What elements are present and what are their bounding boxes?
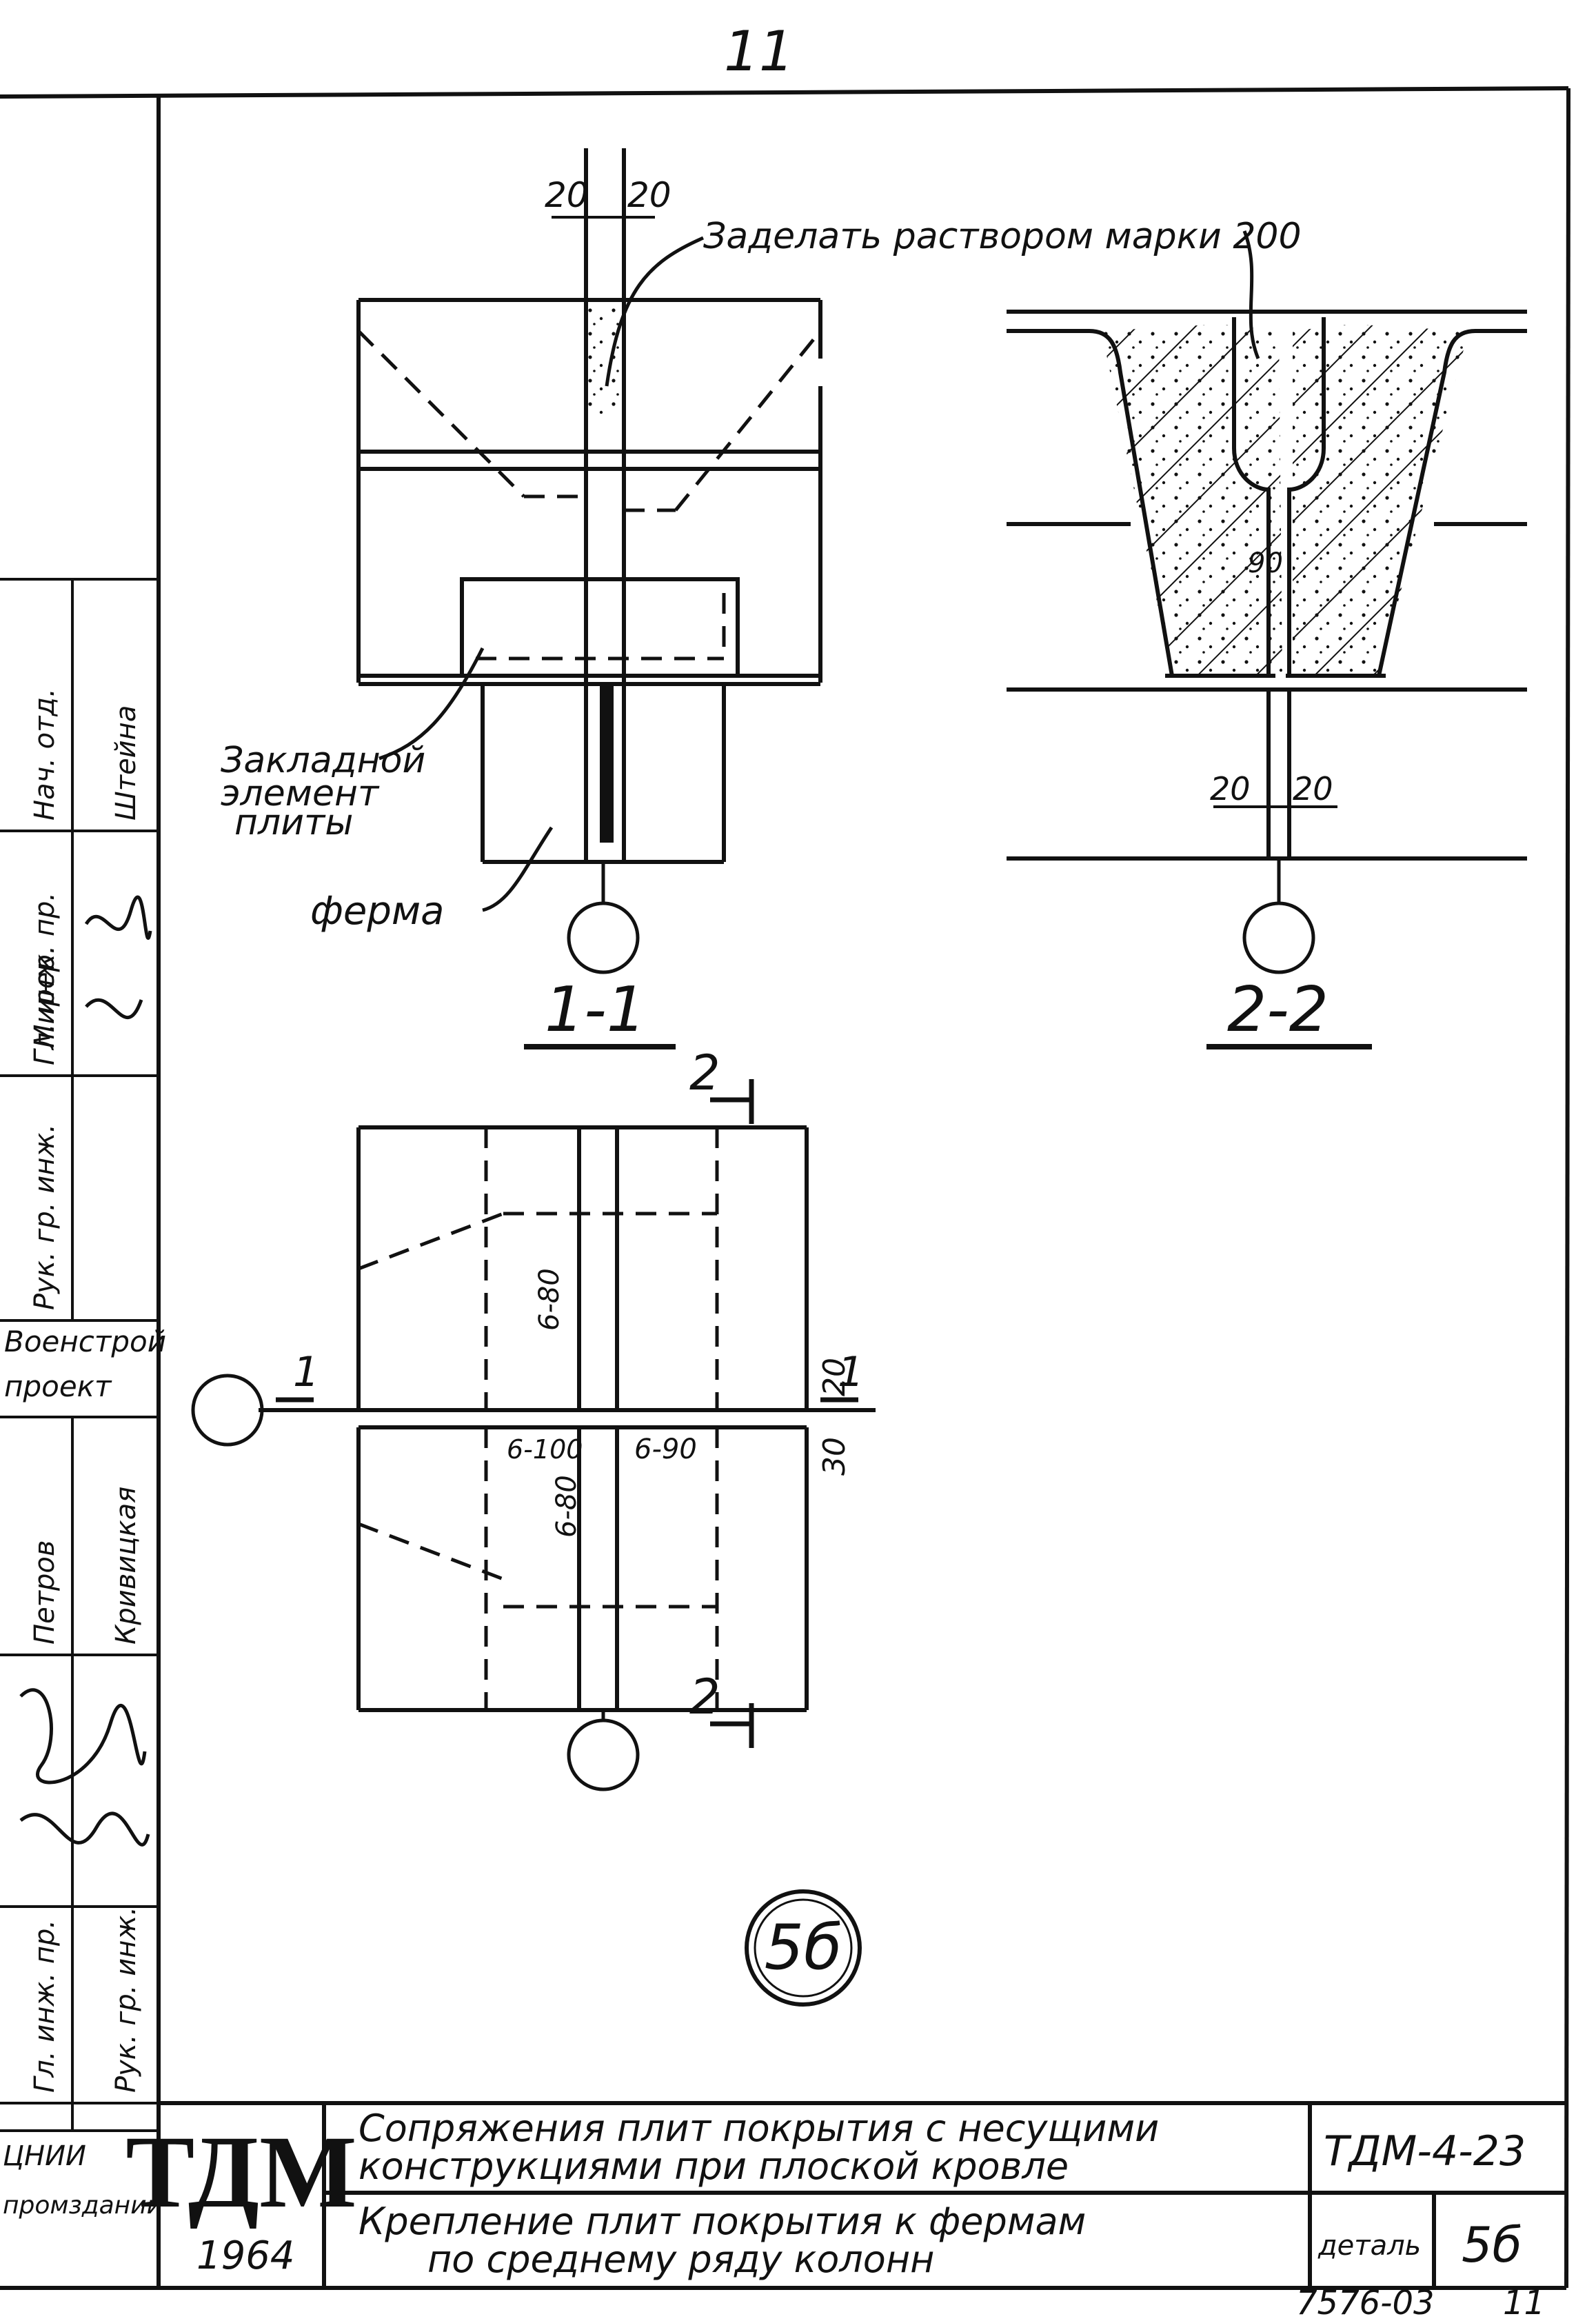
dim-20c: 20 — [1210, 770, 1251, 807]
dim-v20: 20 — [817, 1358, 852, 1396]
cut-mark-2-bottom: 2 — [689, 1669, 720, 1725]
subtitle-line-1: Крепление плит покрытия к фермам — [358, 2200, 1086, 2243]
strip-role-1: Нач. отд. — [29, 688, 61, 821]
detail-value: 5б — [1462, 2217, 1522, 2273]
weld-6-80-a: 6-80 — [534, 1268, 565, 1331]
strip-role-7: Гл. инж. пр. — [29, 1920, 61, 2093]
label-truss: ферма — [310, 889, 444, 934]
dim-top-1: 20 20 — [545, 175, 671, 219]
dim-90: 90 — [1248, 547, 1283, 579]
dim-20b: 20 — [627, 175, 671, 215]
detail-label: деталь — [1317, 2230, 1421, 2262]
subtitle-line-2: по среднему ряду колонн — [427, 2238, 934, 2281]
strip-role-2: Гл. инж. пр. — [29, 892, 61, 1065]
page-number-top: 11 — [724, 19, 794, 83]
logo: ТДМ — [125, 2115, 356, 2229]
strip-name-6: Кривицкая — [110, 1487, 142, 1645]
institute-name-2: промзданий — [3, 2191, 163, 2220]
section-1-1: 1-1 — [356, 148, 822, 1049]
title-block: ТДМ 1964 Сопряжения плит покрытия с несу… — [125, 2101, 1566, 2288]
drawing-code: ТДМ-4-23 — [1324, 2127, 1526, 2176]
dim-20a: 20 — [545, 175, 589, 215]
detail-marker: 5б — [745, 1889, 862, 2007]
label-embedded-1: Закладной — [221, 740, 425, 781]
org-name-1: Военстрой — [4, 1325, 166, 1358]
strip-name-2: Штейна — [110, 705, 142, 821]
detail-number: 5б — [765, 1911, 842, 1984]
note-mortar: Заделать раствором марки 200 — [703, 216, 1302, 257]
label-embedded-3: плиты — [234, 802, 353, 843]
title-line-2: конструкциями при плоской кровле — [358, 2144, 1069, 2188]
sheet-frame — [0, 86, 1570, 2290]
year: 1964 — [196, 2233, 295, 2278]
weld-6-90: 6-90 — [634, 1434, 697, 1465]
section-2-2: 2-2 90 20 20 — [1007, 310, 1527, 1049]
title-line-1: Сопряжения плит покрытия с несущими — [358, 2107, 1159, 2150]
signatures — [19, 895, 152, 1847]
cut-mark-2-top: 2 — [689, 1045, 720, 1101]
weld-6-100: 6-100 — [507, 1434, 583, 1465]
strip-name-5: Петров — [29, 1540, 61, 1645]
institute-name-1: ЦНИИ — [3, 2140, 86, 2172]
dim-20d: 20 — [1293, 770, 1333, 807]
org-name-2: проект — [4, 1369, 112, 1403]
cut-mark-1-left: 1 — [293, 1348, 319, 1396]
strip-name-1: Мирер — [29, 954, 61, 1048]
dim-v30: 30 — [817, 1437, 852, 1476]
cut-mark-1-right: 1 — [838, 1348, 864, 1396]
section-1-1-title: 1-1 — [545, 974, 646, 1046]
strip-role-8: Рук. гр. инж. — [110, 1907, 142, 2093]
approval-strip: Нач. отд. Гл. инж. пр. Рук. гр. инж. Гл.… — [0, 578, 166, 2220]
strip-role-3: Рук. гр. инж. — [29, 1124, 61, 1310]
weld-6-80-b: 6-80 — [551, 1475, 583, 1538]
plan-view: 2 2 1 1 20 30 6-80 6-100 6-80 6-90 — [191, 1045, 876, 1791]
section-2-2-title: 2-2 — [1227, 974, 1329, 1046]
label-leaders — [378, 647, 554, 912]
label-embedded-2: элемент — [221, 773, 380, 814]
